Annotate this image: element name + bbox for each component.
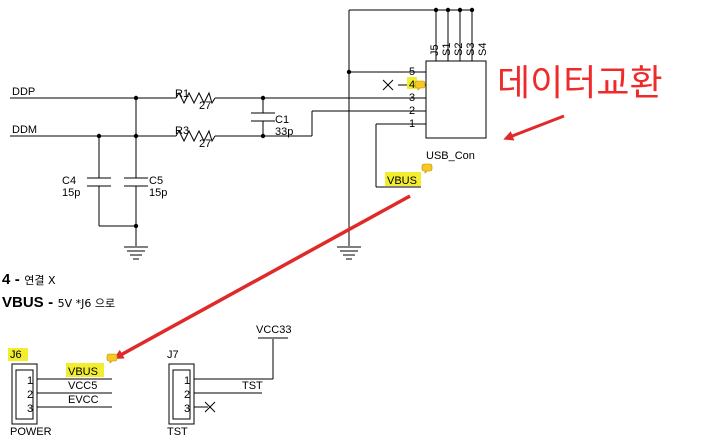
j6-name: POWER (10, 426, 52, 438)
capacitor-c1 (251, 98, 275, 136)
capacitor-c4 (87, 136, 136, 227)
c4-ref: C4 (62, 175, 76, 187)
j7-connector-inner (172, 369, 191, 420)
junction-dot (457, 7, 463, 13)
j7-wires (194, 339, 274, 408)
ground-symbol (337, 246, 361, 260)
junction-dot (260, 133, 266, 139)
usb-pin-number: 1 (409, 118, 415, 130)
pin4-highlight (407, 77, 417, 89)
red-arrow-data-exchange (503, 114, 565, 141)
usb-ref: J5 (429, 44, 441, 56)
ddp-label: DDP (12, 86, 35, 98)
resistor-r1 (175, 91, 216, 105)
note-pin4-text: 연결 X (24, 274, 56, 287)
ddm-net (10, 110, 420, 137)
r3-ref: R3 (175, 125, 189, 137)
j7-name: TST (167, 426, 188, 438)
j6-pin-number: 2 (27, 389, 33, 401)
shield-ground-net (348, 10, 426, 246)
junction-dot (260, 95, 266, 101)
vbus-highlight (385, 172, 421, 186)
vbus-highlight (66, 363, 104, 377)
j6-vbus-label: VBUS (68, 366, 98, 378)
c5-value: 15p (149, 187, 167, 199)
note-dash: - (14, 271, 20, 288)
j6-pin-number: 1 (27, 375, 33, 387)
j6-evcc-label: EVCC (68, 394, 99, 406)
c5-ref: C5 (149, 175, 163, 187)
junction-dot (469, 7, 475, 13)
comment-icon (414, 80, 426, 91)
usb-shield-pin-label: S3 (465, 43, 477, 56)
j6-connector-body (11, 363, 38, 425)
r1-value: 27 (199, 100, 211, 112)
c1-value: 33p (275, 126, 293, 138)
note-pin4: 4 - 연결 X (2, 271, 56, 289)
r1-ref: R1 (175, 88, 189, 100)
junction-dot (346, 69, 352, 75)
red-arrow-vbus (113, 194, 411, 359)
ground-symbol (124, 246, 148, 260)
comment-icon (421, 163, 433, 174)
junction-dot (445, 7, 451, 13)
ddm-label: DDM (12, 124, 37, 136)
usb-shield-pin-label: S1 (441, 43, 453, 56)
no-connect-mark (204, 401, 216, 413)
note-dash: - (48, 294, 54, 311)
j7-connector-body (168, 363, 195, 425)
j7-ref: J7 (167, 349, 179, 361)
usb-pin-number: 3 (409, 92, 415, 104)
j6-wires (37, 378, 112, 408)
j6-connector-inner (15, 369, 34, 420)
junction-dot (96, 133, 102, 139)
c1-ref: C1 (275, 114, 289, 126)
no-connect-mark (382, 79, 394, 91)
junction-dot (433, 7, 439, 13)
vbus-net-label: VBUS (387, 175, 417, 187)
junction-dot (133, 95, 139, 101)
r3-value: 27 (199, 138, 211, 150)
usb-pin-number: 5 (409, 66, 415, 78)
resistor-r3 (175, 129, 216, 143)
j7-pin-number: 1 (184, 375, 190, 387)
usb-pin-number: 4 (409, 79, 415, 91)
junction-dot (133, 223, 139, 229)
vcc33-label: VCC33 (256, 324, 291, 336)
c4-value: 15p (62, 187, 80, 199)
j6-ref-highlight (8, 348, 28, 361)
usb-connector-name: USB_Con (426, 150, 475, 162)
usb-pin-number: 2 (409, 105, 415, 117)
junction-dot (133, 133, 139, 139)
j7-tst-label: TST (242, 380, 263, 392)
data-exchange-annotation: 데이터교환 (497, 63, 663, 104)
usb-shield-pin-label: S2 (453, 43, 465, 56)
comment-icon (106, 353, 118, 364)
note-vbus-text: 5V *J6 으로 (57, 297, 116, 310)
j6-pin-number: 3 (27, 403, 33, 415)
note-pin4-label: 4 (2, 271, 11, 288)
usb-shield-pin-label: S4 (477, 43, 489, 56)
j7-pin-number: 2 (184, 389, 190, 401)
note-vbus-label: VBUS (2, 294, 44, 311)
usb-shield-pins (349, 9, 473, 61)
note-vbus: VBUS - 5V *J6 으로 (2, 294, 115, 312)
j7-pin-number: 3 (184, 403, 190, 415)
j6-ref: J6 (10, 349, 22, 361)
usb-connector-body (425, 60, 487, 139)
j6-vcc5-label: VCC5 (68, 380, 97, 392)
